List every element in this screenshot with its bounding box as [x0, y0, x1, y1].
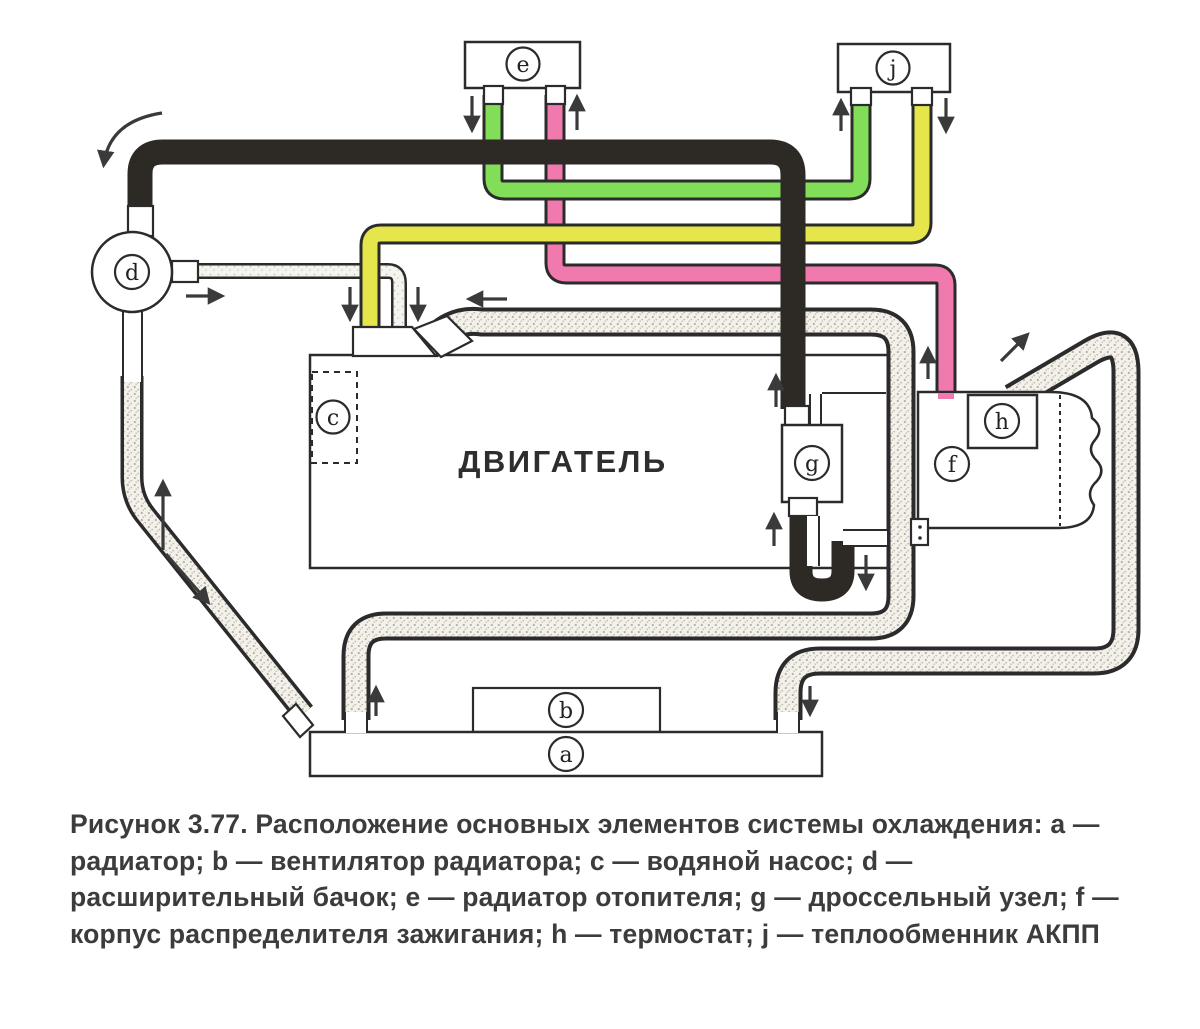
pipe-main-black [127, 139, 806, 409]
figure-caption: Рисунок 3.77. Расположение основных элем… [70, 809, 1119, 949]
throttle-bottom-port [787, 496, 819, 518]
pipe-expansion-to-radiator [120, 376, 313, 721]
label-b: b [547, 691, 585, 729]
label-g: g [793, 444, 831, 482]
pipe-expansion-tank-feed [176, 263, 407, 332]
distributor-block [916, 390, 1103, 530]
expansion-tank-right-stub [170, 259, 200, 284]
block-bracket [909, 517, 930, 547]
engine-label: ДВИГАТЕЛЬ [458, 444, 667, 479]
svg-text:j: j [887, 57, 897, 82]
svg-text:h: h [995, 410, 1009, 435]
flow-arrow-curved-top-icon [97, 111, 163, 169]
pink-hose-end [938, 393, 954, 399]
svg-text:d: d [125, 261, 139, 286]
atf-port-right [910, 86, 934, 107]
heater-port-right [544, 84, 567, 106]
pipe-heater-return-green [482, 95, 872, 201]
label-a: a [547, 735, 585, 773]
throttle-thin-inlet [809, 394, 822, 426]
radiator-inlet-stub-left [344, 712, 368, 733]
atf-port-left [849, 86, 873, 107]
svg-text:c: c [327, 406, 339, 431]
svg-text:e: e [516, 53, 529, 78]
pipe-block-to-radiator [773, 330, 1141, 720]
throttle-inner-pipe [805, 516, 820, 566]
throttle-right-stub [843, 529, 887, 547]
pipe-throttle-u [789, 503, 855, 602]
pipe-engine-to-radiator [341, 306, 916, 720]
radiator-inlet-stub-right [776, 712, 800, 733]
label-f: f [933, 445, 971, 483]
svg-text:a: a [559, 743, 572, 768]
label-j: j [875, 50, 911, 86]
flow-arrow-diag-left-pipe-icon [164, 552, 211, 605]
pipe-atf-return-yellow [359, 97, 933, 334]
pipe-heater-supply-pink [544, 95, 957, 396]
svg-text:b: b [559, 699, 573, 724]
label-h: h [983, 402, 1021, 440]
svg-text:f: f [948, 453, 958, 478]
pipe-junction-connector [412, 314, 474, 359]
heater-port-left [482, 84, 505, 106]
radiator-left-inlet-stub [281, 702, 315, 739]
label-d: d [113, 253, 151, 291]
label-e: e [505, 46, 541, 82]
water-pump-dashed-box [311, 371, 358, 464]
expansion-tank-bottom-stub [122, 310, 143, 382]
svg-text:g: g [805, 452, 819, 477]
cooling-system-diagram: ДВИГАТЕЛЬ [90, 40, 1141, 778]
engine-inlet-manifold [351, 325, 439, 358]
flow-arrow-ne-block-icon [999, 332, 1030, 363]
label-c: c [315, 399, 351, 435]
